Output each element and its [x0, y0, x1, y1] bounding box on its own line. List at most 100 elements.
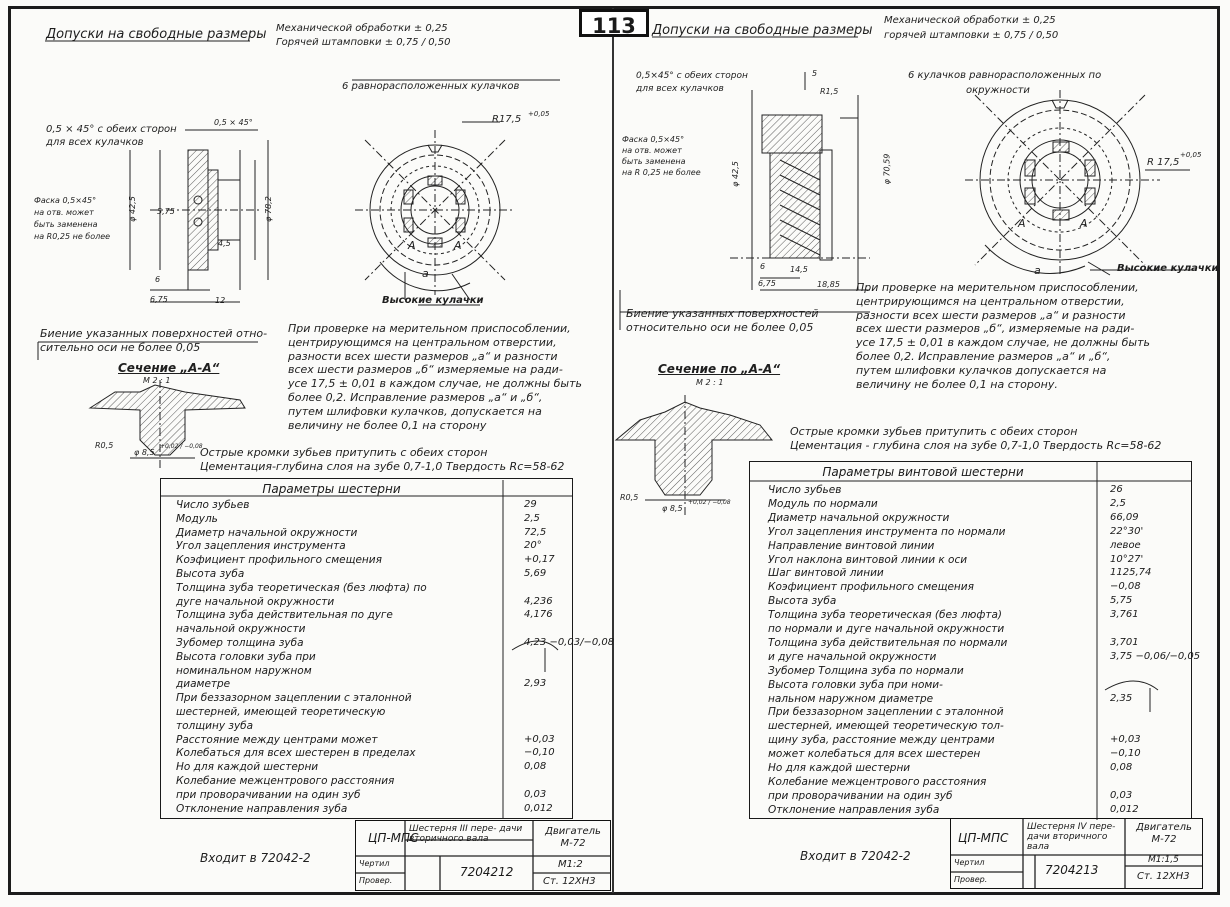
right-tb-org: ЦП-МПС: [958, 831, 1009, 845]
right-param-label: Угол зацепления инструмента по нормали: [768, 525, 1006, 538]
right-section-scale: М 2 : 1: [696, 378, 724, 387]
right-dim-18-85: 18,85: [817, 280, 840, 289]
left-edge-line-2: Цементация-глубина слоя на зубе 0,7-1,0 …: [200, 459, 565, 473]
left-dim-phi-42: φ 42,5: [127, 196, 137, 222]
left-param-label: толщину зуба: [176, 719, 254, 732]
left-label-a-dim: а: [422, 267, 429, 280]
left-dim-6-75: 6,75: [150, 295, 168, 304]
right-param-label: Угол наклона винтовой линии к оси: [768, 553, 968, 566]
right-param-label: нальном наружном диаметре: [768, 692, 934, 705]
right-tb-number: 7204213: [1045, 863, 1099, 877]
left-tb-material: Ст. 12ХН3: [543, 876, 596, 887]
right-param-value: 22°30': [1110, 525, 1144, 537]
left-edge-note: Острые кромки зубьев притупить с обеих с…: [200, 446, 564, 474]
right-param-label: щину зуба, расстояние между центрами: [768, 734, 995, 747]
right-param-value: −0,10: [1110, 748, 1141, 760]
left-param-label: Угол зацепления инструмента: [176, 540, 346, 553]
right-dim-chamfer-both: 0,5×45° с обеих сторон: [636, 71, 748, 81]
left-header-machining: Механической обработки ± 0,25: [276, 23, 448, 34]
right-dim-phi-70: φ 70,59: [882, 153, 892, 185]
left-param-label: Число зубьев: [176, 499, 250, 511]
left-gear-section: [129, 129, 269, 303]
left-section-scale: М 2 : 1: [143, 376, 171, 385]
right-header-machining: Механической обработки ± 0,25: [884, 15, 1056, 26]
right-gear-section: [730, 72, 870, 291]
page-fold: [612, 8, 614, 893]
left-param-value: 5,69: [524, 568, 547, 579]
left-param-label: Зубомер толщина зуба: [176, 637, 304, 649]
right-param-label: Высота зуба: [768, 595, 837, 608]
left-param-value: 20°: [524, 540, 542, 552]
left-param-value: 0,03: [524, 788, 547, 800]
left-runout-note: Биение указанных поверхностей отно- сите…: [40, 327, 267, 355]
right-cams-caption-2: окружности: [966, 85, 1030, 96]
right-param-label: Число зубьев: [768, 484, 842, 496]
left-param-label: Коэфициент профильного смещения: [176, 554, 382, 567]
right-param-label: Направление винтовой линии: [768, 539, 935, 552]
left-fillet-note-1: Фаска 0,5×45°: [34, 196, 97, 205]
right-title-block: [950, 818, 1203, 889]
left-section-phi-tol: +0,02 / −0,08: [160, 443, 203, 450]
right-fillet-note-2: на отв. может: [622, 146, 682, 155]
right-dim-r15: R1,5: [820, 87, 839, 96]
left-section-r: R0,5: [95, 441, 114, 450]
right-label-a-dim: а: [1034, 264, 1041, 277]
left-param-value: 2,5: [524, 512, 540, 524]
left-dim-r17-tol: +0,05: [528, 110, 550, 118]
left-runout-line-1: Биение указанных поверхностей отно-: [40, 327, 268, 340]
left-title-block: [355, 820, 611, 891]
left-label-a2: А: [454, 239, 462, 252]
right-param-value: 10°27': [1110, 553, 1144, 565]
left-check-line: центрирующимся на центральном отверстии,: [288, 335, 557, 349]
left-params-title: Параметры шестерни: [262, 482, 401, 496]
right-dim-14-5: 14,5: [790, 265, 808, 274]
left-check-line: усе 17,5 ± 0,01 в каждом случае, не долж…: [288, 377, 582, 391]
right-cams-caption-1: 6 кулачков равнорасположенных по: [908, 70, 1102, 81]
right-high-cams-caption: Высокие кулачки: [1117, 263, 1219, 274]
left-tb-org: ЦП-МПС: [368, 831, 419, 845]
left-dim-chamfer-both-2: для всех кулачков: [46, 137, 144, 148]
right-param-value: 2,5: [1110, 497, 1126, 509]
left-param-value: +0,03: [524, 733, 555, 745]
right-tb-check-label: Провер.: [954, 875, 988, 884]
left-header-forging: Горячей штамповки ± 0,75 / 0,50: [276, 37, 451, 48]
left-check-note: При проверке на мерительном приспособлен…: [288, 322, 582, 432]
right-dim-chamfer-both-2: для всех кулачков: [636, 84, 724, 94]
left-label-a1: А: [408, 239, 416, 252]
left-param-value: −0,10: [524, 747, 555, 759]
right-fillet-note-4: на R 0,25 не более: [622, 168, 701, 177]
left-param-label: Диаметр начальной окружности: [176, 526, 358, 539]
right-dim-r17: R 17,5: [1147, 157, 1180, 168]
right-param-value: 0,03: [1110, 789, 1133, 801]
left-section-title: Сечение „А-А“: [118, 361, 220, 375]
page-number: 113: [579, 9, 649, 38]
left-param-label: Толщина зуба действительная по дуге: [176, 609, 393, 622]
right-title-block-lines: [950, 818, 1202, 888]
left-fillet-note-3: быть заменена: [34, 220, 98, 229]
left-dim-phi-78: φ 78,2: [263, 196, 273, 222]
right-header-title: Допуски на свободные размеры: [652, 23, 873, 38]
right-check-line: величину не более 0,1 на сторону.: [856, 377, 1058, 391]
right-edge-line-1: Острые кромки зубьев притупить с обеих с…: [790, 425, 1078, 438]
right-fillet-note-3: быть заменена: [622, 157, 686, 166]
left-param-label: начальной окружности: [176, 623, 306, 636]
left-check-line: путем шлифовки кулачков, допускается на: [288, 404, 542, 418]
right-edge-line-2: Цементация - глубина слоя на зубе 0,7-1,…: [790, 438, 1162, 452]
left-param-value: 29: [524, 499, 537, 510]
right-param-value: −0,08: [1110, 581, 1141, 593]
left-dim-4-5: 4,5: [218, 239, 231, 248]
right-params-lines: [750, 462, 1191, 820]
right-param-label: Но для каждой шестерни: [768, 762, 911, 774]
left-dim-5-75: 5,75: [157, 207, 175, 216]
right-param-label: шестерней, имеющей теоретическую тол-: [768, 720, 1004, 733]
right-section-aa: [614, 395, 774, 515]
right-param-value: 66,09: [1110, 511, 1139, 523]
right-param-value: 26: [1110, 484, 1123, 495]
right-check-note: При проверке на мерительном приспособлен…: [856, 281, 1150, 391]
right-param-label: Коэфициент профильного смещения: [768, 581, 974, 594]
right-tb-draw-label: Чертил: [954, 858, 985, 867]
left-param-label: шестерней, имеющей теоретическую: [176, 706, 386, 718]
right-section-phi-tol: +0,02 / −0,08: [688, 499, 731, 506]
right-param-label: Колебание межцентрового расстояния: [768, 775, 987, 788]
left-param-value: 4,23 −0,03/−0,08: [524, 637, 615, 648]
